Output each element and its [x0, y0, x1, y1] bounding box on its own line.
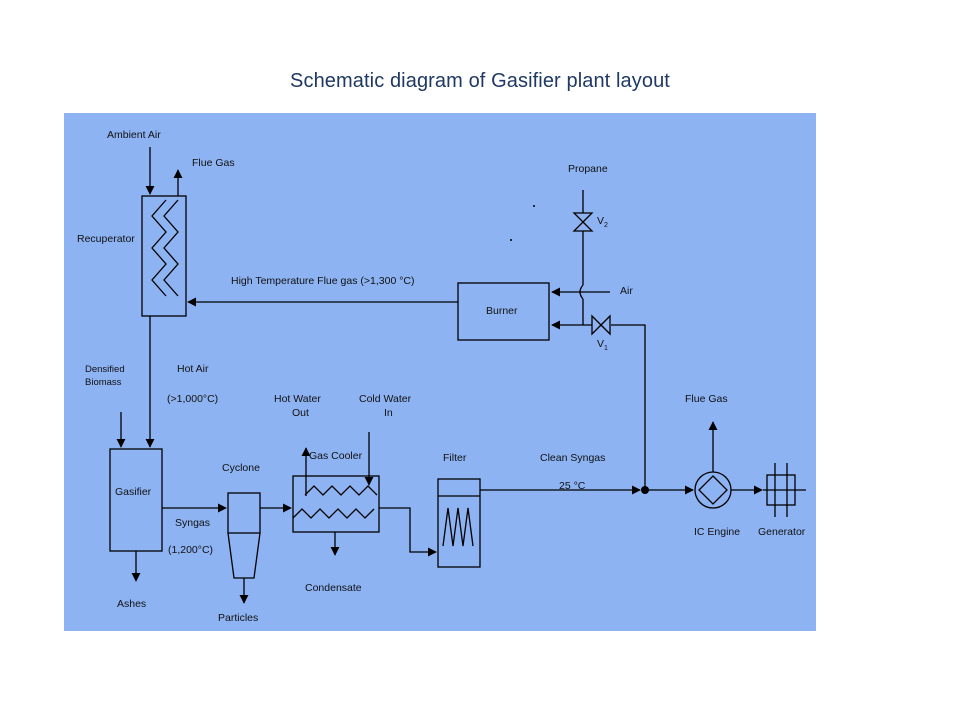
label-cold-water-in-2: In: [384, 407, 393, 419]
label-hot-air-temp: (>1,000°C): [167, 393, 218, 405]
label-v2: V2: [597, 215, 608, 229]
recuperator: [141, 195, 187, 317]
label-propane: Propane: [568, 163, 608, 175]
label-densified: Densified: [85, 364, 125, 375]
label-biomass: Biomass: [85, 377, 122, 388]
valve-v1: [591, 314, 611, 336]
label-hot-water-out-2: Out: [292, 407, 309, 419]
valve-v2: [572, 212, 594, 232]
label-ic-engine: IC Engine: [694, 526, 740, 538]
filter: [437, 478, 481, 568]
label-burner: Burner: [486, 305, 518, 317]
label-particles: Particles: [218, 612, 258, 624]
label-ambient-air: Ambient Air: [107, 129, 161, 141]
label-condensate: Condensate: [305, 582, 362, 594]
label-high-temp-flue: High Temperature Flue gas (>1,300 °C): [231, 275, 414, 287]
burner-box: [457, 282, 550, 341]
label-syngas: Syngas: [175, 517, 210, 529]
label-gas-cooler: Gas Cooler: [309, 450, 363, 462]
cooler-to-filter-arrow: [379, 507, 437, 557]
label-gasifier: Gasifier: [115, 486, 152, 498]
junction-dot: [641, 486, 649, 494]
label-syngas-hot-temp: (1,200°C): [168, 544, 213, 556]
syngas-to-burner-line: [611, 324, 646, 490]
label-ashes: Ashes: [117, 598, 146, 610]
label-recuperator: Recuperator: [77, 233, 135, 245]
label-filter: Filter: [443, 452, 467, 464]
label-hot-air: Hot Air: [177, 363, 209, 375]
diagram-title: Schematic diagram of Gasifier plant layo…: [290, 70, 670, 92]
label-flue-gas-top: Flue Gas: [192, 157, 235, 169]
label-cyclone: Cyclone: [222, 462, 260, 474]
gas-cooler: [292, 475, 380, 533]
diagram-panel: [64, 113, 816, 631]
label-flue-gas-right: Flue Gas: [685, 393, 728, 405]
label-hot-water-out-1: Hot Water: [274, 393, 321, 405]
label-generator: Generator: [758, 526, 806, 538]
label-v1: V1: [597, 338, 608, 352]
stray-dot: [533, 205, 535, 207]
label-air: Air: [620, 285, 633, 297]
label-clean-syngas: Clean Syngas: [540, 452, 605, 464]
stray-dot: [510, 239, 512, 241]
label-syngas-temp: 25 °C: [559, 480, 586, 492]
generator: [763, 463, 806, 517]
label-cold-water-in-1: Cold Water: [359, 393, 412, 405]
